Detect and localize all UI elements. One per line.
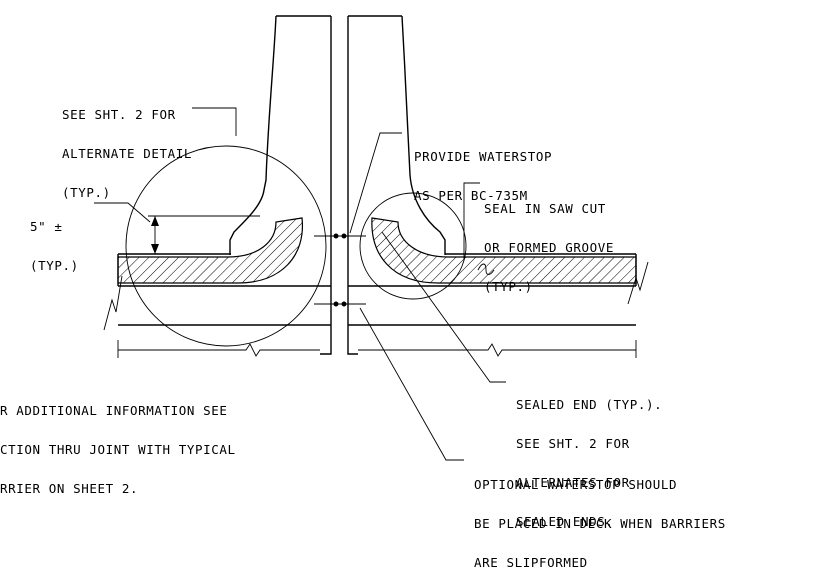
joint-detail-drawing — [94, 15, 649, 461]
note-line: SEE SHT. 2 FOR — [516, 436, 630, 451]
leader-sealed-end — [381, 231, 506, 383]
left-detail-circle — [125, 145, 327, 347]
note-line: ALTERNATE DETAIL — [62, 146, 193, 161]
leader-seal — [463, 182, 480, 260]
note-line: R ADDITIONAL INFORMATION SEE — [0, 403, 228, 418]
note-line: BE PLACED IN DECK WHEN BARRIERS — [474, 516, 726, 531]
right-break-line — [627, 261, 649, 305]
leader-optional-waterstop — [359, 307, 464, 461]
dimension-arrow-top — [151, 216, 159, 226]
note-line: PROVIDE WATERSTOP — [414, 149, 553, 164]
left-barrier — [229, 15, 332, 355]
bottom-break-right — [358, 340, 637, 358]
bottom-joint-dot-right — [341, 301, 347, 307]
note-additional-info: R ADDITIONAL INFORMATION SEE CTION THRU … — [0, 378, 236, 508]
right-barrier — [347, 15, 446, 355]
note-line: SEAL IN SAW CUT — [484, 201, 606, 216]
seal-symbol — [477, 263, 495, 275]
note-alternate-detail: SEE SHT. 2 FOR ALTERNATE DETAIL (TYP.) — [62, 82, 192, 212]
note-line: (TYP.) — [30, 258, 79, 273]
left-break-line — [103, 275, 123, 331]
leader-alternate-detail — [192, 107, 237, 136]
note-line: (TYP.) — [484, 279, 533, 294]
note-line: SEALED END (TYP.). — [516, 397, 663, 412]
note-line: AS PER BC-735M — [414, 188, 528, 203]
note-line: 5" ± — [30, 219, 63, 234]
top-joint-dot-left — [333, 233, 339, 239]
leader-dimension — [94, 202, 151, 223]
top-joint-dot-right — [341, 233, 347, 239]
note-line: CTION THRU JOINT WITH TYPICAL — [0, 442, 236, 457]
note-waterstop: PROVIDE WATERSTOP AS PER BC-735M — [414, 124, 552, 215]
bottom-break-left — [117, 340, 320, 358]
note-line: SEE SHT. 2 FOR — [62, 107, 176, 122]
leader-waterstop — [349, 132, 402, 234]
note-line: (TYP.) — [62, 185, 111, 200]
note-line: OPTIONAL WATERSTOP SHOULD — [474, 477, 678, 492]
note-line: OR FORMED GROOVE — [484, 240, 615, 255]
dimension-arrow-bottom — [151, 244, 159, 254]
left-deck-hatch — [117, 217, 304, 284]
note-line: ALTERNATES FOR — [516, 475, 630, 490]
note-dimension: 5" ± (TYP.) — [30, 194, 79, 285]
note-line: ARE SLIPFORMED — [474, 555, 588, 570]
right-detail-circle — [359, 192, 467, 300]
note-optional-waterstop: OPTIONAL WATERSTOP SHOULD BE PLACED IN D… — [474, 452, 726, 582]
note-line: RRIER ON SHEET 2. — [0, 481, 139, 496]
bottom-joint-dot-left — [333, 301, 339, 307]
note-seal: SEAL IN SAW CUT OR FORMED GROOVE (TYP.) — [484, 176, 614, 306]
